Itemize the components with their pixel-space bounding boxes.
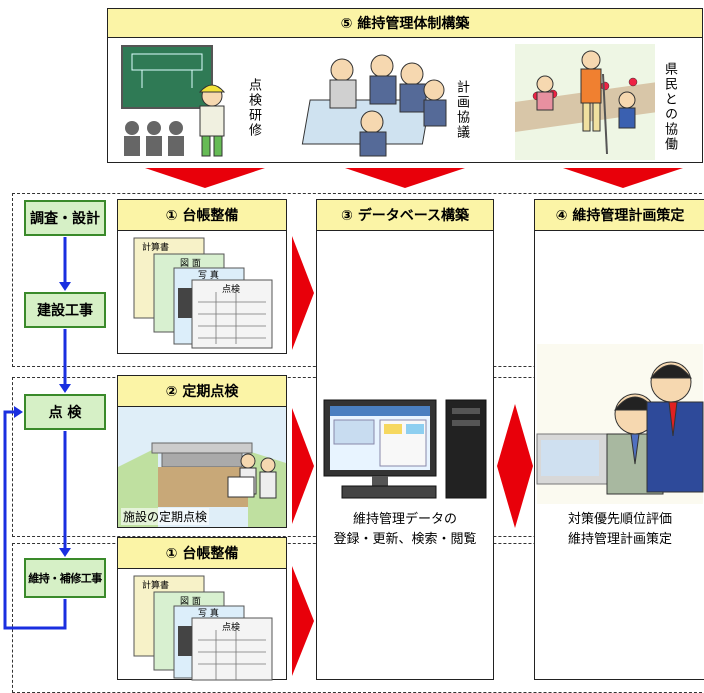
- ledger-header-bottom: ① 台帳整備: [117, 537, 287, 569]
- inspection-caption: 施設の定期点検: [121, 508, 210, 525]
- database-caption-line2: 登録・更新、検索・閲覧: [333, 532, 477, 547]
- training-illustration: [121, 45, 226, 157]
- down-arrow-left: [145, 168, 265, 188]
- down-arrow-center: [345, 168, 465, 188]
- bridge-inspection-illustration: [118, 442, 286, 527]
- sheet-label-inspection-b: 点検: [222, 621, 240, 633]
- step-survey-design: 調査・設計: [24, 200, 106, 236]
- sheet-label-photo: 写 真: [198, 269, 219, 281]
- training-label: 点検研修: [246, 78, 261, 138]
- ledger-documents-top: 計算書 図 面 写 真 点検: [133, 237, 273, 349]
- right-arrow-ledger-top: [292, 236, 314, 350]
- sheet-label-calc: 計算書: [142, 241, 169, 253]
- computer-illustration: [323, 399, 487, 499]
- sheet-label-photo-b: 写 真: [198, 607, 219, 619]
- double-arrow-db-plan: [497, 404, 533, 528]
- database-caption-line1: 維持管理データの: [352, 512, 457, 527]
- step-maintenance-repair: 維持・補修工事: [24, 558, 106, 598]
- plan-caption-line1: 対策優先順位評価: [567, 512, 672, 527]
- plan-header: ④ 維持管理計画策定: [534, 199, 704, 231]
- planning-meeting-illustration: [301, 54, 447, 157]
- database-caption: 維持管理データの 登録・更新、検索・閲覧: [316, 510, 494, 550]
- step-construction: 建設工事: [24, 292, 106, 328]
- ledger-header-top: ① 台帳整備: [117, 199, 287, 231]
- banner-down-arrows: [145, 168, 683, 188]
- down-arrow-right: [563, 168, 683, 188]
- sheet-label-drawing-b: 図 面: [180, 596, 201, 607]
- sheet-label-calc-b: 計算書: [142, 579, 169, 591]
- plan-caption: 対策優先順位評価 維持管理計画策定: [534, 510, 704, 550]
- plan-caption-line2: 維持管理計画策定: [567, 532, 672, 547]
- planning-label: 計画協議: [454, 80, 469, 140]
- sheet-label-inspection: 点検: [222, 283, 240, 295]
- maintenance-system-banner: ⑤ 維持管理体制構築: [107, 8, 703, 38]
- ledger-documents-bottom: 計算書 図 面 写 真 点検: [133, 575, 273, 681]
- sheet-label-drawing: 図 面: [180, 258, 201, 269]
- planning-staff-illustration: [536, 344, 704, 504]
- workflow-arrows: [3, 237, 71, 630]
- citizen-collaboration-illustration: [515, 44, 655, 160]
- citizen-label: 県民との協働: [662, 62, 677, 152]
- right-arrow-ledger-bottom: [292, 566, 314, 676]
- database-header: ③ データベース構築: [316, 199, 494, 231]
- right-arrow-inspection: [292, 408, 314, 524]
- step-inspection: 点 検: [24, 394, 106, 430]
